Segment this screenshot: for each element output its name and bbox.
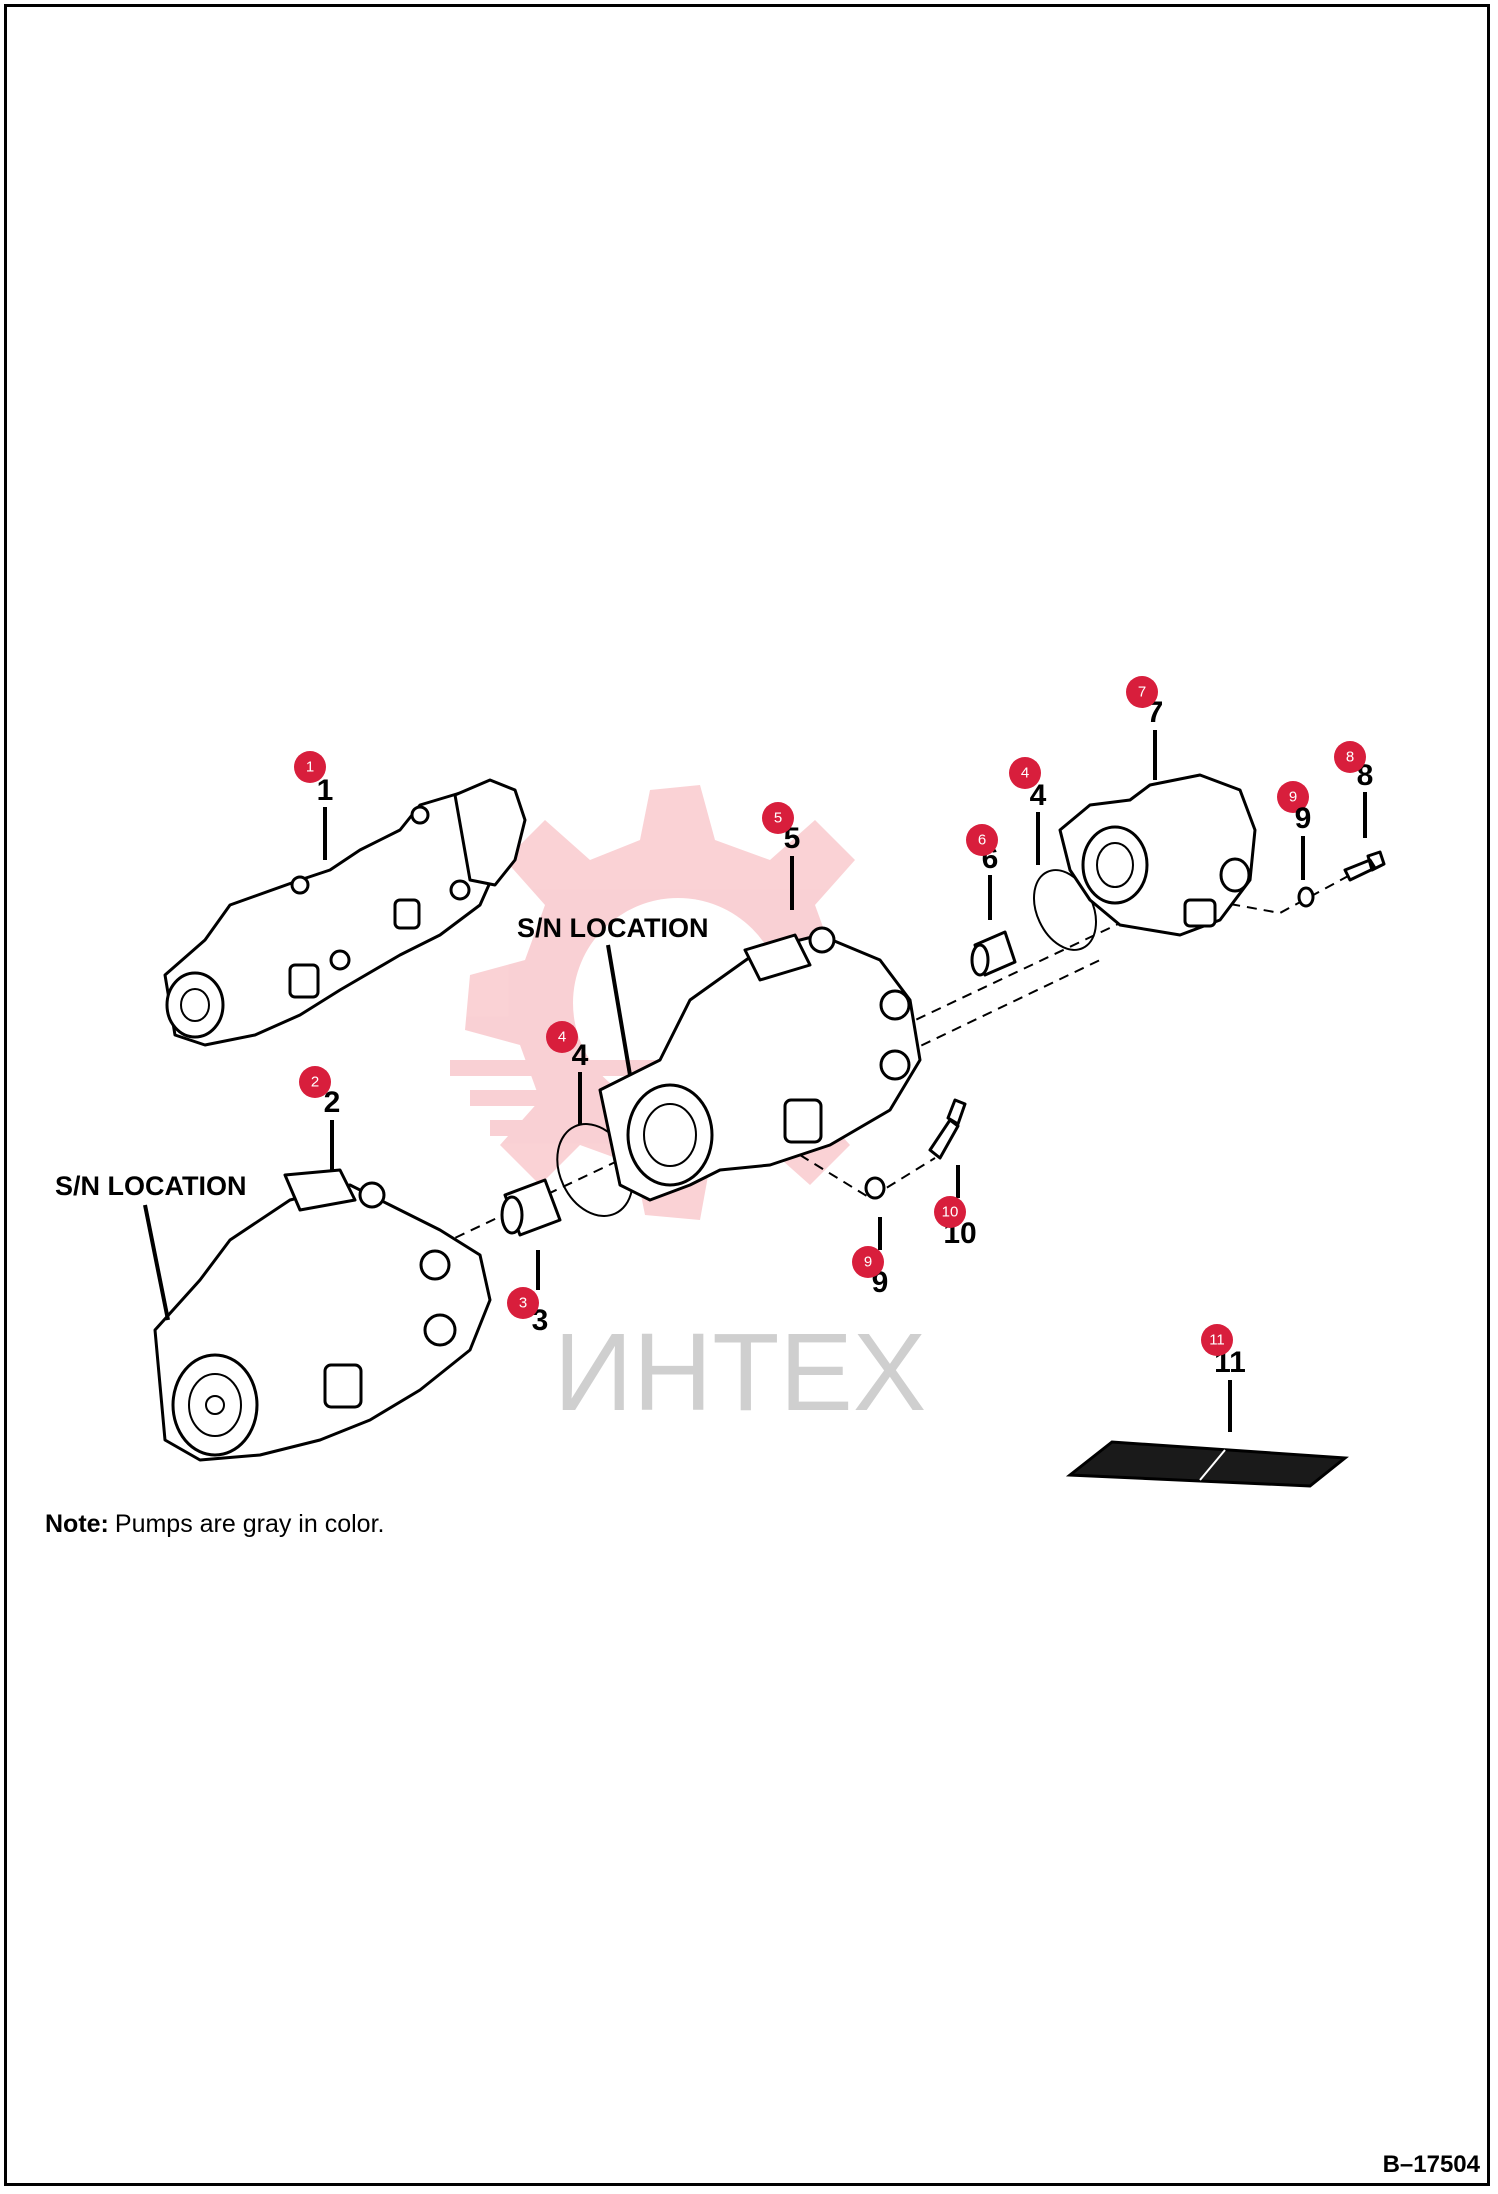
page-frame bbox=[4, 4, 1490, 2186]
note-text: Note:Pumps are gray in color. bbox=[45, 1510, 384, 1538]
part-number-label: 4 bbox=[572, 1039, 589, 1072]
callout-8[interactable]: 8 8 bbox=[1334, 741, 1373, 838]
callout-6[interactable]: 6 6 bbox=[966, 824, 998, 920]
callout-badge-number: 3 bbox=[519, 1295, 527, 1312]
callout-badge bbox=[1009, 757, 1041, 789]
callout-badge-number: 11 bbox=[1209, 1332, 1225, 1349]
callout-9-lower[interactable]: 9 9 bbox=[852, 1217, 888, 1299]
callout-badge bbox=[762, 802, 794, 834]
callout-3[interactable]: 3 3 bbox=[507, 1250, 548, 1337]
callout-badge bbox=[966, 824, 998, 856]
callout-7[interactable]: 7 7 bbox=[1126, 676, 1163, 780]
note-body: Pumps are gray in color. bbox=[115, 1510, 385, 1538]
callout-badge-number: 4 bbox=[1021, 765, 1029, 782]
callout-badge-number: 9 bbox=[864, 1254, 872, 1271]
callout-10[interactable]: 10 10 bbox=[934, 1165, 977, 1250]
washer-icon bbox=[864, 1176, 886, 1200]
coupler-icon bbox=[970, 930, 1017, 977]
callout-badge-number: 10 bbox=[942, 1204, 959, 1221]
callout-9-upper[interactable]: 9 9 bbox=[1277, 781, 1311, 880]
coupler-icon bbox=[500, 1178, 562, 1237]
callout-badge bbox=[1334, 741, 1366, 773]
pump-icon bbox=[153, 1168, 492, 1462]
callout-badge bbox=[299, 1066, 331, 1098]
callout-4-left[interactable]: 4 4 bbox=[546, 1021, 589, 1125]
callout-badge-number: 2 bbox=[311, 1074, 319, 1091]
callout-badge bbox=[1277, 781, 1309, 813]
tandem-pump-assembly-icon bbox=[163, 778, 527, 1047]
part-number-label: 9 bbox=[1295, 802, 1312, 835]
callout-4-right[interactable]: 4 4 bbox=[1009, 757, 1047, 865]
callout-badge bbox=[934, 1196, 966, 1228]
part-number-label: 1 bbox=[317, 774, 334, 807]
sn-location-leader bbox=[606, 944, 632, 1076]
watermark-text: ИНТЕХ bbox=[554, 1311, 926, 1434]
callout-badge-number: 8 bbox=[1346, 749, 1354, 766]
bolt-icon bbox=[928, 1098, 967, 1160]
callout-badge-number: 9 bbox=[1289, 789, 1297, 806]
bolt-icon bbox=[1343, 850, 1386, 882]
callout-2[interactable]: 2 2 bbox=[299, 1066, 340, 1172]
callout-badge-number: 4 bbox=[558, 1029, 566, 1046]
callout-badge bbox=[1126, 676, 1158, 708]
callout-badge bbox=[507, 1287, 539, 1319]
center-pump-icon bbox=[598, 926, 922, 1202]
callout-1[interactable]: 1 1 bbox=[294, 751, 333, 860]
note-label: Note: bbox=[45, 1510, 109, 1538]
sn-location-leader bbox=[143, 1204, 170, 1321]
sn-location-label-center: S/N LOCATION bbox=[517, 913, 709, 943]
callout-badge bbox=[294, 751, 326, 783]
callout-badge-number: 7 bbox=[1138, 684, 1146, 701]
callout-badge-number: 6 bbox=[978, 832, 986, 849]
figure-code: B–17504 bbox=[1383, 2151, 1481, 2178]
decal-icon bbox=[1065, 1440, 1349, 1488]
callout-badge-number: 5 bbox=[774, 810, 782, 827]
part-number-label: 4 bbox=[1030, 779, 1047, 812]
callout-5[interactable]: 5 5 bbox=[762, 802, 800, 910]
callout-badge bbox=[1201, 1324, 1233, 1356]
callout-badge-number: 1 bbox=[306, 759, 314, 776]
sn-location-label-left: S/N LOCATION bbox=[55, 1171, 247, 1201]
part-number-label: 2 bbox=[324, 1086, 341, 1119]
callout-badge bbox=[852, 1246, 884, 1278]
rear-pump-cover-icon bbox=[1058, 773, 1257, 937]
callout-badge bbox=[546, 1021, 578, 1053]
washer-icon bbox=[1297, 886, 1315, 908]
callout-11[interactable]: 11 11 bbox=[1201, 1324, 1246, 1432]
